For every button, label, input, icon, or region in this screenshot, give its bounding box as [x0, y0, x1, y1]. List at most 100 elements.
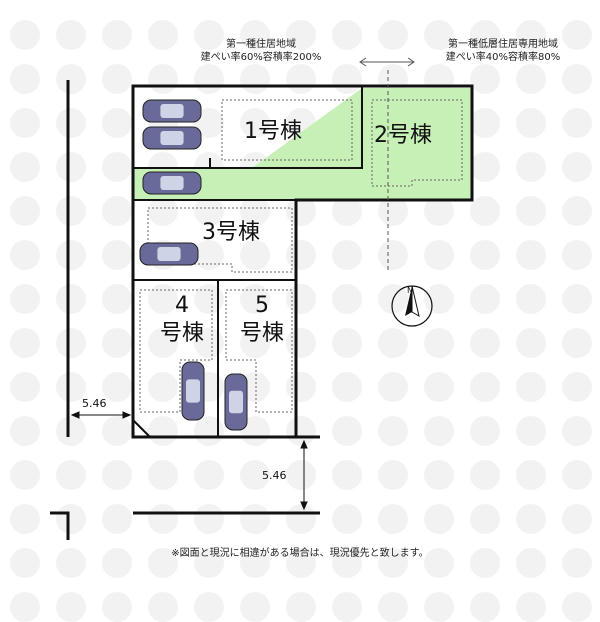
watermark-mark	[470, 284, 500, 314]
watermark-mark	[516, 152, 546, 182]
watermark-mark	[240, 240, 270, 270]
watermark-mark	[148, 328, 178, 358]
watermark-mark	[10, 504, 40, 534]
car-icon	[142, 171, 202, 195]
watermark-mark	[56, 240, 86, 270]
lot1-building	[221, 99, 353, 161]
compass-rose	[391, 285, 433, 327]
watermark-mark	[470, 548, 500, 578]
watermark-mark	[562, 284, 592, 314]
watermark-mark	[148, 460, 178, 490]
watermark-mark	[10, 64, 40, 94]
watermark-mark	[102, 416, 132, 446]
watermark-mark	[240, 328, 270, 358]
watermark-mark	[102, 152, 132, 182]
watermark-mark	[562, 196, 592, 226]
watermark-mark	[148, 416, 178, 446]
watermark-mark	[102, 548, 132, 578]
watermark-mark	[424, 548, 454, 578]
watermark-mark	[194, 64, 224, 94]
car-icon	[224, 373, 248, 431]
watermark-mark	[102, 460, 132, 490]
watermark-mark	[148, 64, 178, 94]
watermark-mark	[378, 20, 408, 50]
watermark-mark	[240, 460, 270, 490]
watermark-mark	[10, 196, 40, 226]
watermark-mark	[516, 548, 546, 578]
watermark-mark	[194, 504, 224, 534]
watermark-mark	[240, 548, 270, 578]
watermark-mark	[10, 328, 40, 358]
watermark-mark	[102, 64, 132, 94]
watermark-mark	[562, 416, 592, 446]
watermark-mark	[516, 416, 546, 446]
watermark-mark	[332, 20, 362, 50]
watermark-mark	[286, 20, 316, 50]
watermark-mark	[240, 64, 270, 94]
watermark-mark	[10, 108, 40, 138]
watermark-mark	[10, 460, 40, 490]
watermark-mark	[470, 152, 500, 182]
watermark-mark	[148, 504, 178, 534]
watermark-mark	[470, 416, 500, 446]
zoning-left: 第一種住居地域 建ぺい率60%容積率200%	[176, 38, 346, 64]
compass-north-label: N	[407, 286, 413, 295]
watermark-mark	[10, 20, 40, 50]
watermark-mark	[562, 372, 592, 402]
lot2-area	[362, 88, 472, 200]
road-corner-southwest	[50, 511, 70, 540]
watermark-mark	[56, 460, 86, 490]
watermark-mark	[470, 372, 500, 402]
car-icon	[142, 99, 202, 123]
watermark-mark	[102, 504, 132, 534]
watermark-mark	[286, 548, 316, 578]
watermark-mark	[240, 504, 270, 534]
zoning-right: 第一種低層住居専用地域 建ぺい率40%容積率80%	[418, 38, 588, 64]
dim-arrow-south-bottom	[300, 501, 308, 511]
watermark-mark	[10, 372, 40, 402]
watermark-mark	[378, 372, 408, 402]
watermark-mark	[56, 416, 86, 446]
watermark-mark	[562, 460, 592, 490]
watermark-mark	[332, 240, 362, 270]
lot2-building	[371, 99, 463, 187]
watermark-mark	[286, 504, 316, 534]
watermark-mark	[10, 416, 40, 446]
dim-arrow-west-right	[122, 411, 132, 419]
watermark-mark	[240, 20, 270, 50]
watermark-mark	[10, 284, 40, 314]
corner-cut	[132, 419, 151, 438]
watermark-mark	[332, 64, 362, 94]
road-width-west: 5.46	[82, 397, 107, 410]
lot2-label: 2号棟	[374, 123, 432, 148]
watermark-mark	[194, 20, 224, 50]
watermark-mark	[470, 196, 500, 226]
watermark-mark	[148, 20, 178, 50]
watermark-mark	[470, 328, 500, 358]
watermark-mark	[240, 108, 270, 138]
watermark-mark	[148, 372, 178, 402]
watermark-mark	[516, 284, 546, 314]
watermark-mark	[516, 20, 546, 50]
lot5-label: 5 号棟	[226, 292, 298, 348]
watermark-mark	[424, 504, 454, 534]
lot5-number: 5	[255, 293, 269, 318]
watermark-mark	[10, 152, 40, 182]
lot1-label: 1号棟	[244, 119, 302, 144]
site-plan	[50, 57, 474, 540]
zoning-left-ratio: 建ぺい率60%容積率200%	[200, 52, 322, 63]
watermark-mark	[378, 240, 408, 270]
watermark-mark	[378, 328, 408, 358]
watermark-mark	[56, 64, 86, 94]
watermark-mark	[102, 328, 132, 358]
watermark-mark	[424, 460, 454, 490]
zoning-left-type: 第一種住居地域	[226, 39, 296, 50]
watermark-mark	[286, 284, 316, 314]
watermark-mark	[194, 548, 224, 578]
watermark-mark	[332, 460, 362, 490]
watermark-mark	[10, 548, 40, 578]
dim-arrow-south-top	[300, 439, 308, 449]
disclaimer-note: ※図面と現況に相違がある場合は、現況優先と致します。	[171, 548, 429, 559]
watermark-mark	[424, 20, 454, 50]
watermark-mark	[240, 284, 270, 314]
